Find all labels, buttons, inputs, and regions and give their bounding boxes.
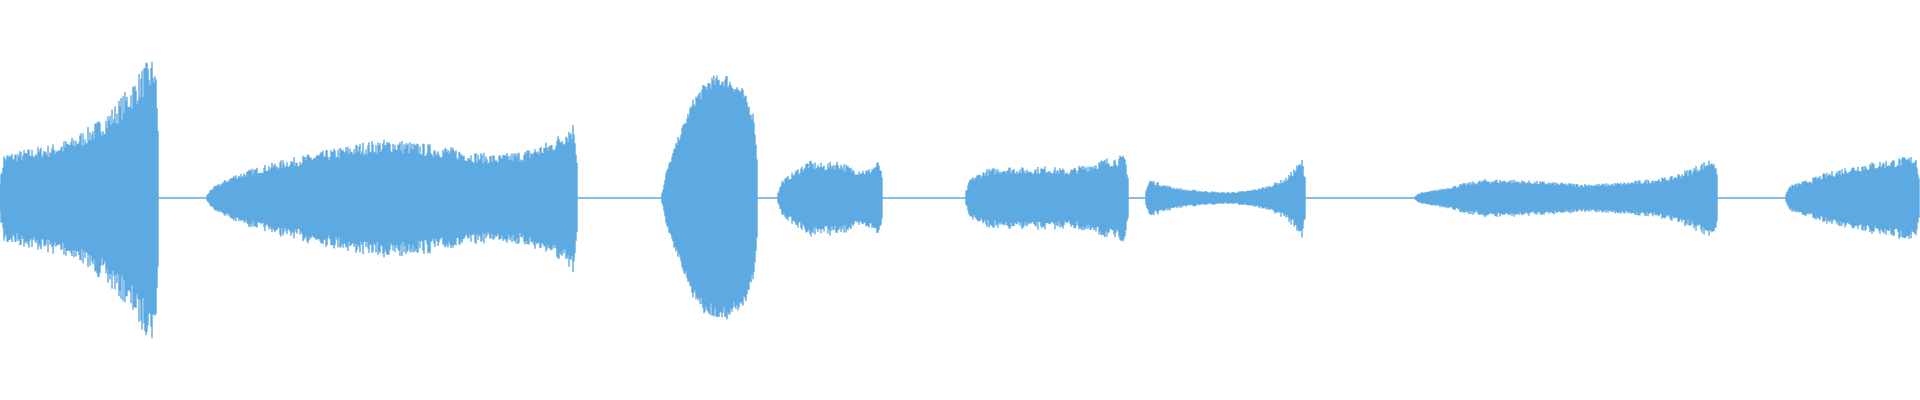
waveform-segment-6[interactable] bbox=[1146, 40, 1305, 360]
waveform-segment-4[interactable] bbox=[778, 40, 884, 360]
waveform-peaks bbox=[0, 61, 1920, 339]
waveform-segment-2[interactable] bbox=[207, 40, 578, 360]
waveform-segment-3[interactable] bbox=[662, 40, 758, 360]
waveform-segment-7[interactable] bbox=[1415, 40, 1718, 360]
waveform-segment-5[interactable] bbox=[966, 40, 1129, 360]
waveform-segment-1[interactable] bbox=[0, 40, 159, 360]
waveform-segment-8[interactable] bbox=[1786, 40, 1920, 360]
